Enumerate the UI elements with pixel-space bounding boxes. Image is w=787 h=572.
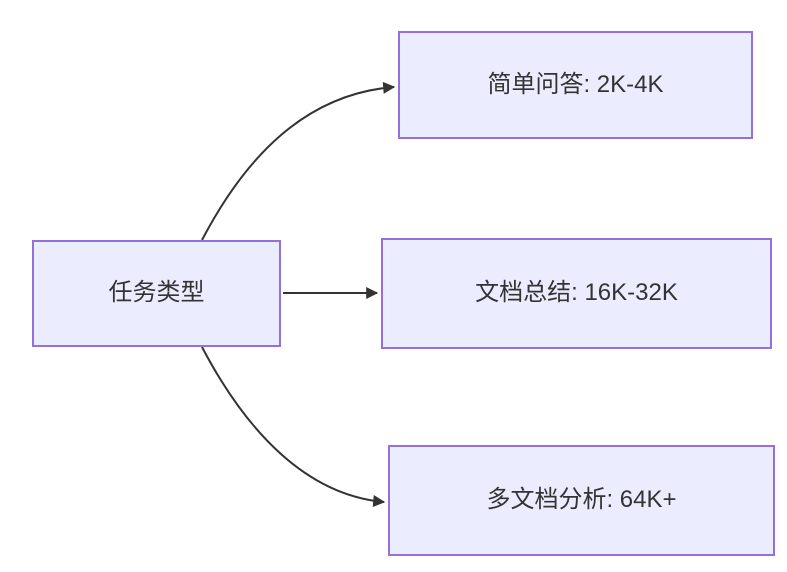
edge-root-to-multi-doc (201, 346, 386, 508)
node-task-type-label: 任务类型 (108, 279, 205, 307)
node-doc-summary: 文档总结: 16K-32K (381, 238, 772, 349)
edge-root-to-simple-qa (201, 81, 396, 241)
node-multi-doc: 多文档分析: 64K+ (388, 445, 775, 556)
node-multi-doc-label: 多文档分析: 64K+ (486, 486, 677, 514)
node-doc-summary-label: 文档总结: 16K-32K (475, 279, 678, 307)
node-task-type: 任务类型 (32, 240, 281, 347)
node-simple-qa: 简单问答: 2K-4K (398, 31, 753, 139)
node-simple-qa-label: 简单问答: 2K-4K (487, 70, 664, 98)
